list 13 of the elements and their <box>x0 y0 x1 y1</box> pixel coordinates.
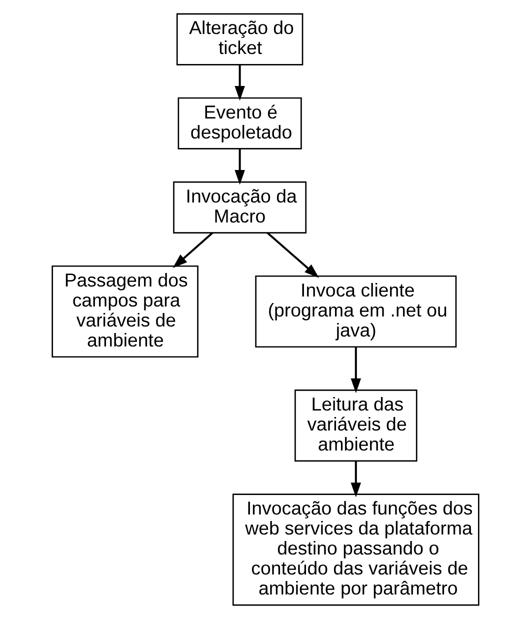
node-box: Invocação da Macro <box>173 181 307 234</box>
arrow <box>350 461 362 498</box>
arrow <box>234 149 245 185</box>
node-box: Invocação das funções dos web services da plataforma destino passando o conteúdo das variáveis de ambiente por parâmetro <box>232 494 480 606</box>
node-box: Passagem dos campos para variáveis de ambiente <box>52 265 198 358</box>
arrow <box>172 232 214 268</box>
arrow <box>234 65 245 101</box>
node-box: Alteração do ticket <box>176 13 304 66</box>
node-box: Invoca cliente (programa em .net ou java) <box>255 275 457 348</box>
node-box: Leitura das variáveis de ambiente <box>294 390 418 462</box>
arrow <box>266 232 319 278</box>
node-box: Evento é despoletado <box>178 97 302 150</box>
arrow <box>350 346 362 394</box>
